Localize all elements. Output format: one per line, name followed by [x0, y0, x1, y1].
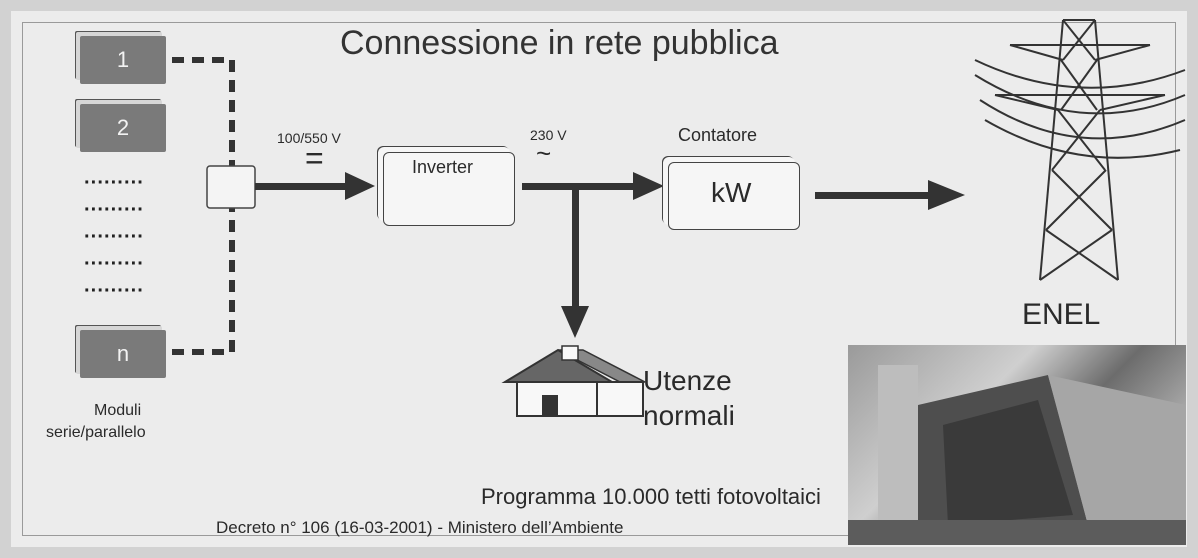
module-ellipsis: ········· — [84, 280, 144, 302]
house-icon — [501, 345, 646, 417]
inverter-box: Inverter — [383, 152, 515, 226]
pylon-icon — [974, 19, 1186, 281]
ac-voltage-label: 230 V — [530, 127, 567, 143]
module-ellipsis: ········· — [84, 226, 144, 248]
program-title: Programma 10.000 tetti fotovoltaici — [481, 484, 821, 509]
dc-voltage-label: 100/550 V — [277, 130, 341, 146]
module-ellipsis: ········· — [84, 172, 144, 194]
module-2: 2 — [80, 104, 166, 152]
grid-label: ENEL — [1022, 298, 1101, 331]
ac-symbol: ~ — [536, 138, 552, 168]
meter-unit: kW — [711, 177, 752, 208]
building-photo — [848, 345, 1186, 545]
ac-arrow — [522, 172, 664, 200]
junction-box — [206, 165, 256, 209]
module-1: 1 — [80, 36, 166, 84]
modules-caption-line1: Moduli — [94, 402, 142, 419]
module-ellipsis: ········· — [84, 199, 144, 221]
load-arrow — [561, 186, 589, 338]
dc-symbol: = — [305, 140, 324, 176]
diagram-title: Connessione in rete pubblica — [340, 24, 779, 62]
meter-label: Contatore — [678, 125, 758, 145]
loads-label-line2: normali — [643, 400, 735, 431]
loads-label-line1: Utenze — [643, 365, 732, 396]
module-n: n — [80, 330, 166, 378]
inverter-label: Inverter — [412, 157, 474, 177]
grid-arrow — [815, 180, 965, 210]
meter-box: kW — [668, 162, 800, 230]
modules-caption-line2: serie/parallelo — [46, 424, 146, 441]
decree-line: Decreto n° 106 (16-03-2001) - Ministero … — [216, 518, 624, 537]
module-ellipsis: ········· — [84, 253, 144, 275]
dc-arrow — [255, 172, 375, 200]
